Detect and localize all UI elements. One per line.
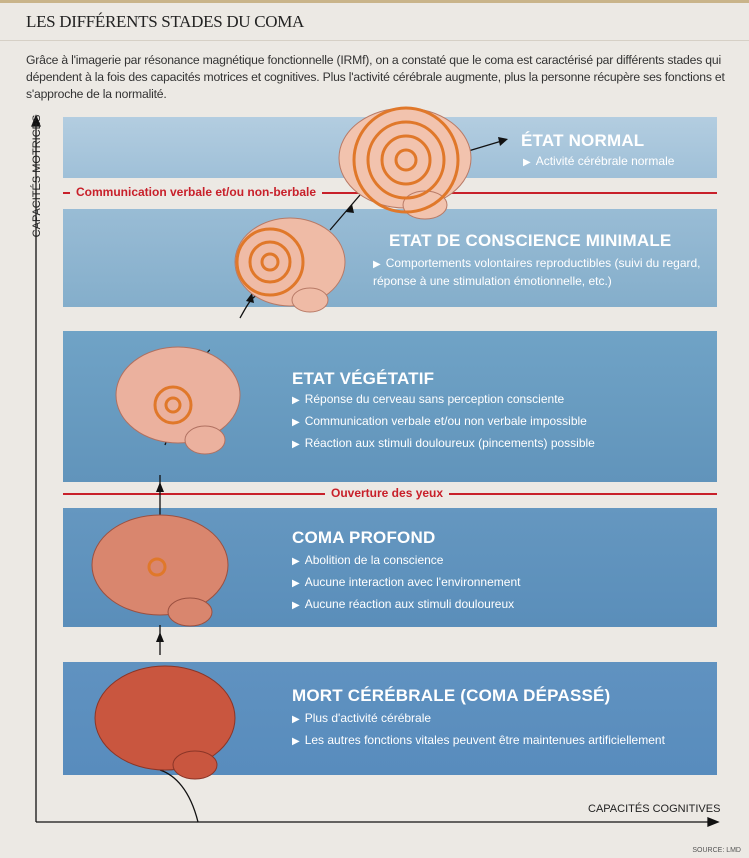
top-rule bbox=[0, 0, 749, 3]
title-divider bbox=[0, 40, 749, 41]
page-title: LES DIFFÉRENTS STADES DU COMA bbox=[26, 12, 305, 31]
source-credit: SOURCE: LMD bbox=[692, 847, 741, 854]
stage-title: ETAT DE CONSCIENCE MINIMALE bbox=[389, 231, 672, 250]
brain-coma-icon bbox=[91, 514, 229, 627]
stage-item: Activité cérébrale normale bbox=[523, 151, 675, 173]
axes bbox=[31, 114, 720, 827]
intro-text: Grâce à l'imagerie par résonance magnéti… bbox=[26, 53, 725, 101]
stage-item: Les autres fonctions vitales peuvent êtr… bbox=[292, 730, 665, 752]
brain-vegetatif-icon bbox=[115, 346, 241, 455]
arrow-heads bbox=[156, 137, 508, 642]
x-axis-label: CAPACITÉS COGNITIVES bbox=[588, 803, 721, 815]
brain-minimal-icon bbox=[234, 217, 346, 313]
stage-title: COMA PROFOND bbox=[292, 528, 436, 547]
stage-item: Réaction aux stimuli douloureux (pinceme… bbox=[292, 433, 595, 455]
stage-minimal: ETAT DE CONSCIENCE MINIMALE Comportement… bbox=[63, 209, 717, 307]
stage-title: ÉTAT NORMAL bbox=[521, 131, 645, 150]
separator-communication-label: Communication verbale et/ou non-berbale bbox=[70, 185, 323, 199]
stage-item: Aucune interaction avec l'environnement bbox=[292, 572, 521, 594]
stage-item: Réponse du cerveau sans perception consc… bbox=[292, 389, 595, 411]
stage-title: ETAT VÉGÉTATIF bbox=[292, 369, 435, 388]
brain-mort-icon bbox=[94, 665, 236, 780]
stage-title: MORT CÉRÉBRALE (COMA DÉPASSÉ) bbox=[292, 686, 611, 705]
brain-normal-icon bbox=[338, 106, 472, 220]
stage-item: Communication verbale et/ou non verbale … bbox=[292, 411, 595, 433]
stage-item: Comportements volontaires reproductibles… bbox=[373, 255, 703, 290]
stage-item: Abolition de la conscience bbox=[292, 550, 520, 572]
y-axis-label: CAPACITÉS MOTRICES bbox=[31, 114, 43, 238]
stage-item: Plus d'activité cérébrale bbox=[292, 708, 665, 730]
stage-item: Aucune réaction aux stimuli douloureux bbox=[292, 594, 520, 616]
separator-eyes-label: Ouverture des yeux bbox=[325, 486, 450, 500]
